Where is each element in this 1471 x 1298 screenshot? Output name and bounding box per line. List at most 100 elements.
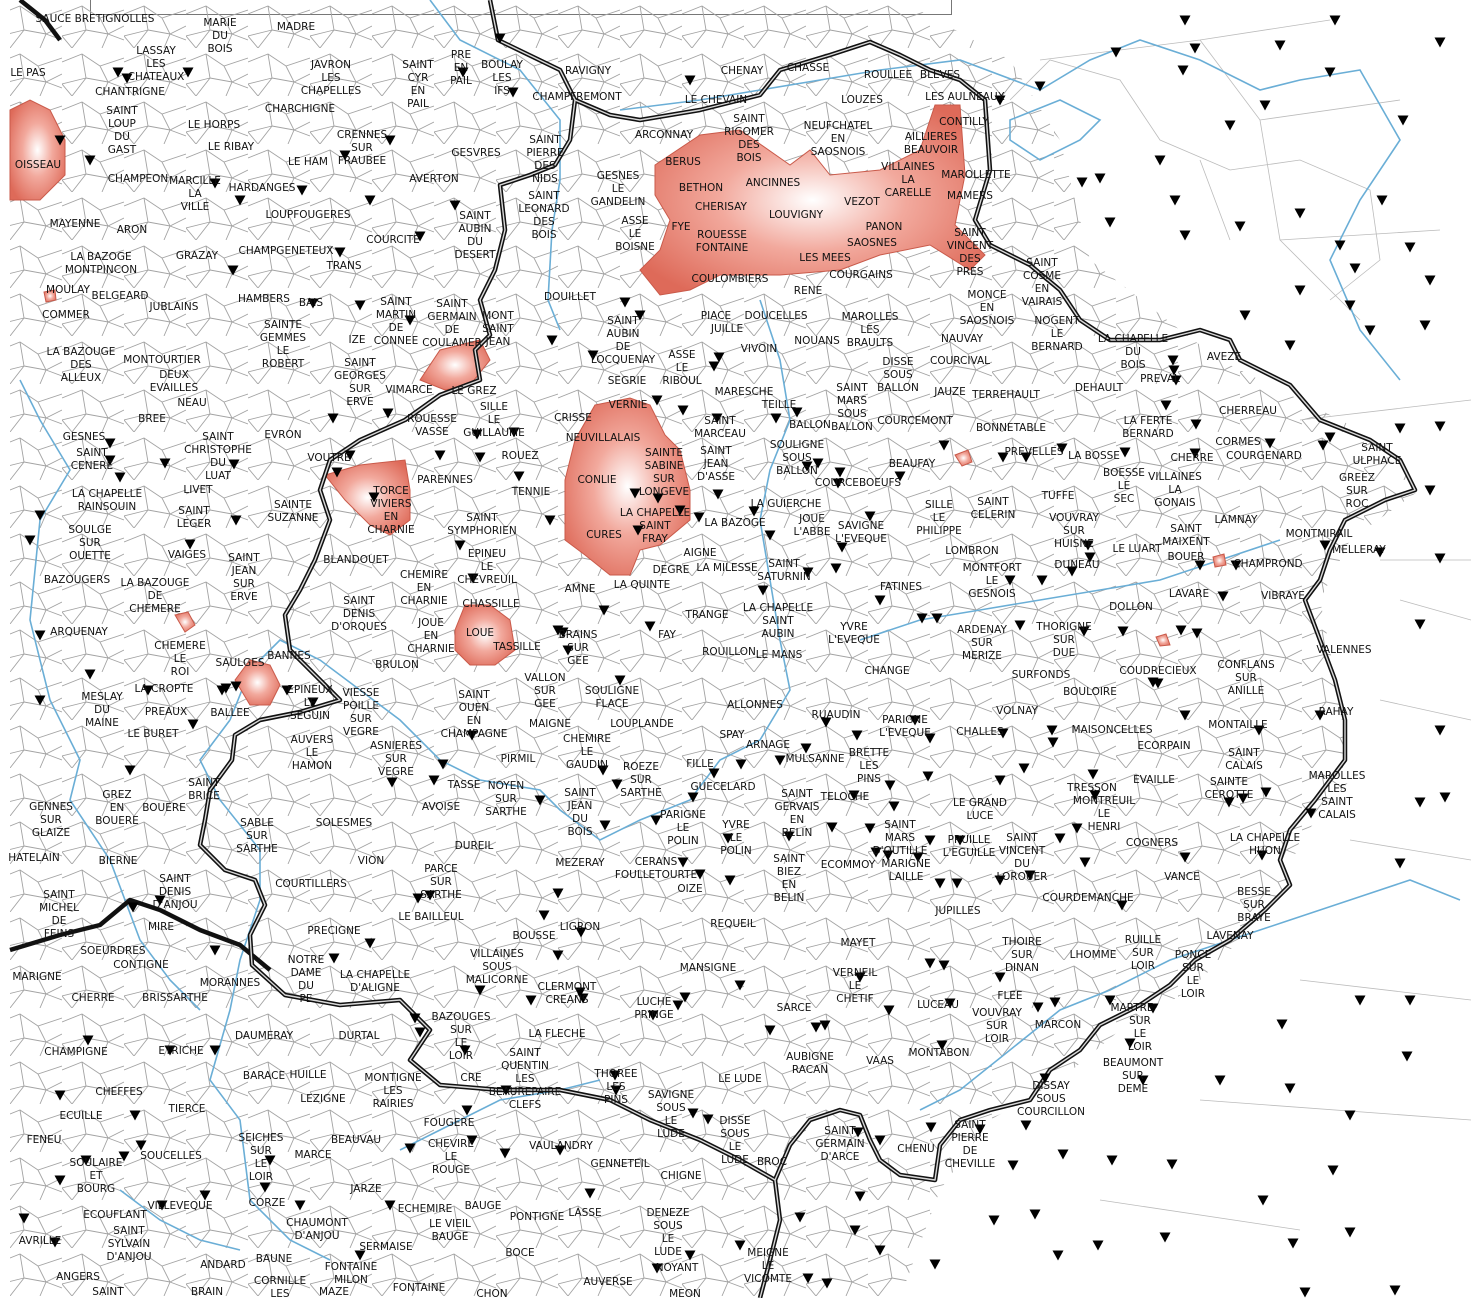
triangle-down-icon	[684, 1250, 696, 1261]
commune-label: TASSE	[447, 779, 481, 791]
commune-label: MELLERAY	[1332, 544, 1386, 556]
commune-label: DE	[148, 590, 163, 602]
triangle-down-icon	[1116, 900, 1128, 911]
triangle-down-icon	[677, 405, 689, 416]
triangle-down-icon	[552, 888, 564, 899]
commune-label: EN	[980, 302, 995, 314]
triangle-down-icon	[1404, 242, 1416, 253]
triangle-down-icon	[1119, 447, 1131, 458]
triangle-down-icon	[1324, 67, 1336, 78]
triangle-down-icon	[220, 683, 232, 694]
commune-label: RAIRIES	[373, 1098, 414, 1110]
commune-label: LES	[383, 1085, 402, 1097]
commune-label: TUFFE	[1041, 490, 1075, 502]
triangle-down-icon	[1256, 850, 1268, 861]
commune-label: SUR	[351, 142, 373, 154]
triangle-down-icon	[757, 585, 769, 596]
commune-label: SAOSNES	[847, 237, 897, 249]
triangle-down-icon	[674, 505, 686, 516]
commune-label: SUR	[430, 876, 452, 888]
commune-label: SABINE	[645, 460, 684, 472]
commune-label: SAINT	[639, 520, 671, 532]
commune-label: GUECELARD	[690, 781, 755, 793]
commune-label: LOIR	[1131, 960, 1155, 972]
commune-label: LE	[612, 183, 624, 195]
commune-label: LASSAY	[136, 45, 176, 57]
triangle-down-icon	[294, 1200, 306, 1211]
commune-label: MONT	[482, 310, 514, 322]
triangle-down-icon	[677, 857, 689, 868]
commune-label: VIESSE	[343, 687, 380, 699]
commune-label: CHASSILLE	[462, 598, 519, 610]
commune-label: MAMERS	[947, 190, 993, 202]
triangle-down-icon	[994, 775, 1006, 786]
commune-label: VIMARCE	[385, 384, 432, 396]
commune-label: SABLE	[240, 817, 274, 829]
commune-label: SUR	[971, 637, 993, 649]
commune-label: MONCE	[967, 289, 1006, 301]
commune-label: MONTOURTIER	[123, 354, 201, 366]
triangle-down-icon	[307, 697, 319, 708]
commune-label: LOIR	[249, 1171, 273, 1183]
triangle-down-icon	[883, 1005, 895, 1016]
commune-label: JAUZE	[933, 386, 965, 398]
commune-label: DOLLON	[1109, 601, 1153, 613]
commune-label: LE	[662, 1233, 674, 1245]
triangle-down-icon	[457, 67, 469, 78]
commune-label: COULOMBIERS	[692, 273, 769, 285]
commune-label: ROUGE	[432, 1164, 470, 1176]
commune-label: CREANS	[546, 994, 589, 1006]
commune-label: SUR	[534, 685, 556, 697]
commune-label: D'ALIGNE	[350, 982, 400, 994]
commune-label: VOLNAY	[996, 705, 1038, 717]
commune-label: SAINT	[113, 1225, 145, 1237]
commune-label: FATINES	[880, 581, 922, 593]
triangle-down-icon	[609, 1070, 621, 1081]
commune-label: GONAIS	[1154, 497, 1196, 509]
commune-label: ECOUFLANT	[83, 1209, 147, 1221]
commune-label: CHEVREUIL	[457, 574, 517, 586]
commune-label: SAVIGNE	[648, 1089, 694, 1101]
commune-label: DUE	[1053, 647, 1075, 659]
commune-label: COURCEMONT	[877, 415, 953, 427]
triangle-down-icon	[922, 771, 934, 782]
commune-label: COMMER	[42, 309, 90, 321]
commune-label: MONTIGNE	[364, 1072, 421, 1084]
commune-label: SUR	[1243, 899, 1265, 911]
triangle-down-icon	[1424, 275, 1436, 286]
commune-label: GRAZAY	[176, 250, 219, 262]
commune-label: SAULGES	[215, 657, 264, 669]
commune-label: COURDEMANCHE	[1042, 892, 1133, 904]
commune-label: BLEVES	[920, 69, 961, 81]
commune-label: CHERRE	[1170, 452, 1213, 464]
commune-label: ALLONNES	[727, 699, 783, 711]
commune-label: LA FERTE	[1124, 415, 1173, 427]
commune-label: SUR	[233, 578, 255, 590]
triangle-down-icon	[924, 835, 936, 846]
commune-label: CONFLANS	[1217, 659, 1275, 671]
commune-label: BESSE	[1237, 886, 1271, 898]
commune-label: SOUS	[653, 1220, 683, 1232]
commune-label: SAINTE	[274, 499, 312, 511]
commune-label: MARCON	[1035, 1019, 1081, 1031]
triangle-down-icon	[764, 1025, 776, 1036]
triangle-down-icon	[1154, 155, 1166, 166]
commune-label: CRENNES	[337, 129, 388, 141]
commune-label: VION	[358, 855, 384, 867]
commune-label: DEUX	[159, 369, 189, 381]
triangle-down-icon	[1349, 263, 1361, 274]
triangle-down-icon	[1104, 217, 1116, 228]
commune-label: EPINEU	[468, 548, 506, 560]
triangle-down-icon	[187, 719, 199, 730]
commune-label: SOULAIRE	[70, 1157, 123, 1169]
commune-label: MAIXENT	[1162, 536, 1210, 548]
commune-label: LE	[304, 697, 316, 709]
commune-label: JEAN	[703, 458, 729, 470]
commune-label: CORZE	[249, 1197, 286, 1209]
triangle-down-icon	[944, 998, 956, 1009]
observation-markers	[18, 15, 1451, 1298]
triangle-down-icon	[471, 429, 483, 440]
triangle-down-icon	[182, 67, 194, 78]
commune-label: SAINT	[564, 787, 596, 799]
